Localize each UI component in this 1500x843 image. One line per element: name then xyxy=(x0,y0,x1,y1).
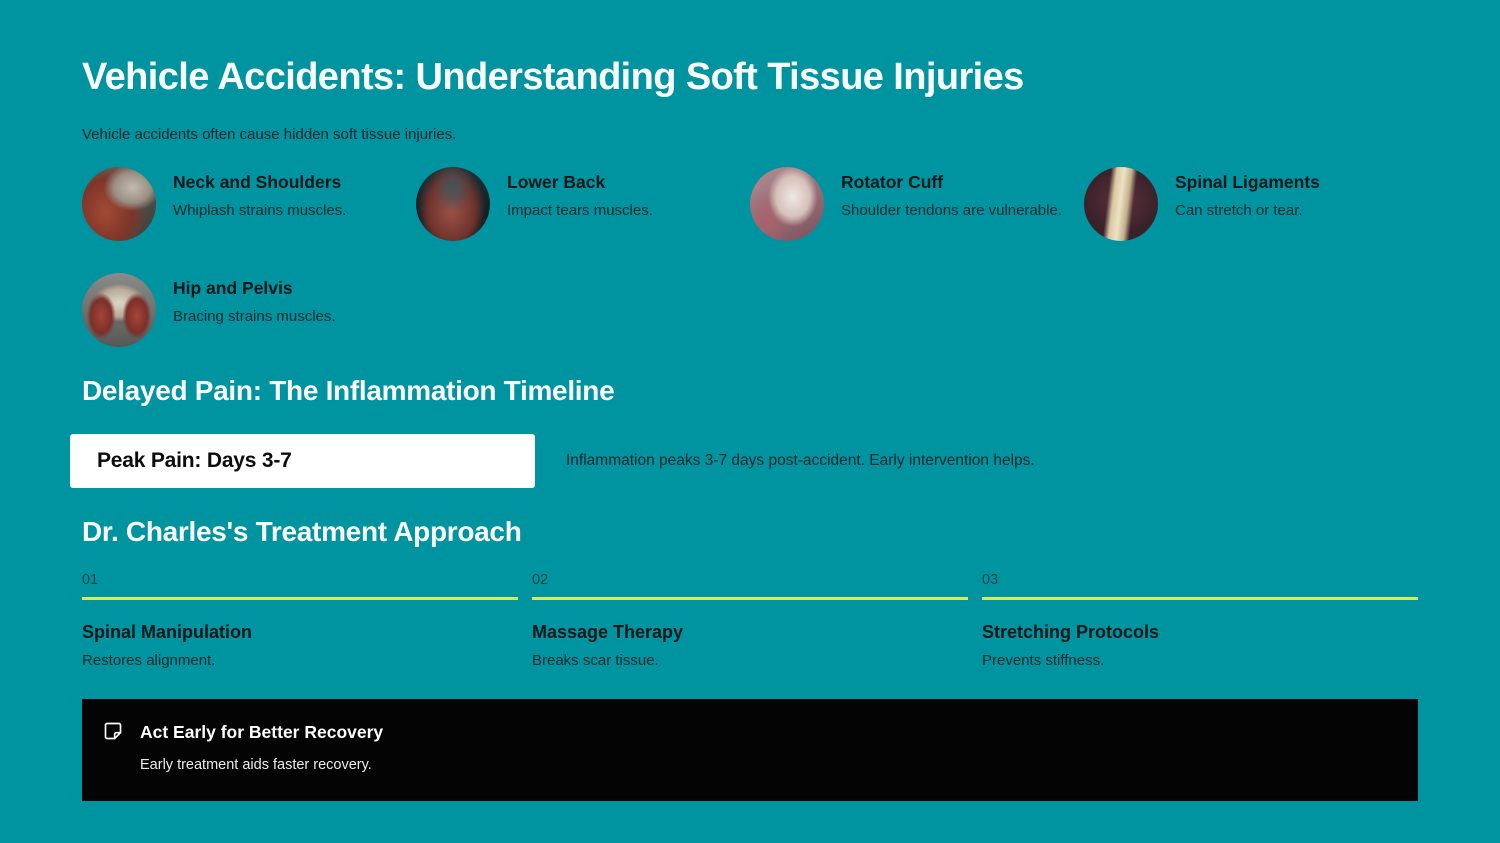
callout-title: Act Early for Better Recovery xyxy=(140,722,384,743)
step-description: Prevents stiffness. xyxy=(982,652,1105,670)
list-item-hip-pelvis: Hip and Pelvis Bracing strains muscles. xyxy=(82,272,416,347)
step-title: Massage Therapy xyxy=(532,622,684,643)
list-item-lower-back: Lower Back Impact tears muscles. xyxy=(416,166,750,241)
step-description: Breaks scar tissue. xyxy=(532,652,659,670)
intro-text: Vehicle accidents often cause hidden sof… xyxy=(82,125,457,143)
callout-banner: Act Early for Better Recovery Early trea… xyxy=(82,699,1418,802)
step-description: Restores alignment. xyxy=(82,652,216,670)
treatment-step-3: 03 Stretching Protocols Prevents stiffne… xyxy=(982,572,1418,669)
accent-divider xyxy=(532,597,968,601)
injury-description: Bracing strains muscles. xyxy=(173,307,336,325)
section-heading-treatment-approach: Dr. Charles's Treatment Approach xyxy=(82,515,522,547)
injury-title: Neck and Shoulders xyxy=(173,171,342,192)
list-item-rotator-cuff: Rotator Cuff Shoulder tendons are vulner… xyxy=(750,166,1084,241)
injury-description: Shoulder tendons are vulnerable. xyxy=(841,201,1062,219)
list-item-neck-shoulders: Neck and Shoulders Whiplash strains musc… xyxy=(82,166,416,241)
page-title: Vehicle Accidents: Understanding Soft Ti… xyxy=(82,56,1024,98)
step-number: 03 xyxy=(982,572,999,589)
timeline-note: Inflammation peaks 3-7 days post-acciden… xyxy=(566,451,1035,469)
injury-title: Lower Back xyxy=(507,171,606,192)
accent-divider xyxy=(982,597,1418,601)
hip-pelvis-anatomy-image xyxy=(82,272,156,347)
treatment-steps: 01 Spinal Manipulation Restores alignmen… xyxy=(82,572,1418,669)
neck-shoulders-anatomy-image xyxy=(82,166,156,241)
step-title: Stretching Protocols xyxy=(982,622,1160,643)
slide-page: Vehicle Accidents: Understanding Soft Ti… xyxy=(70,56,1418,802)
step-number: 01 xyxy=(82,572,99,589)
lower-back-anatomy-image xyxy=(416,166,490,241)
injury-title: Hip and Pelvis xyxy=(173,277,293,298)
injury-description: Whiplash strains muscles. xyxy=(173,201,347,219)
injury-list: Neck and Shoulders Whiplash strains musc… xyxy=(82,166,1418,347)
rotator-cuff-anatomy-image xyxy=(750,166,824,241)
spinal-ligaments-anatomy-image xyxy=(1084,166,1158,241)
section-heading-inflammation-timeline: Delayed Pain: The Inflammation Timeline xyxy=(82,374,615,406)
step-number: 02 xyxy=(532,572,549,589)
peak-pain-label: Peak Pain: Days 3-7 xyxy=(97,448,292,472)
callout-description: Early treatment aids faster recovery. xyxy=(140,757,372,774)
peak-pain-highlight: Peak Pain: Days 3-7 xyxy=(70,433,535,488)
timeline-row: Peak Pain: Days 3-7 Inflammation peaks 3… xyxy=(70,433,1418,488)
injury-description: Can stretch or tear. xyxy=(1175,201,1303,219)
treatment-step-1: 01 Spinal Manipulation Restores alignmen… xyxy=(82,572,518,669)
injury-description: Impact tears muscles. xyxy=(507,201,653,219)
injury-title: Spinal Ligaments xyxy=(1175,171,1320,192)
accent-divider xyxy=(82,597,518,601)
list-item-spinal-ligaments: Spinal Ligaments Can stretch or tear. xyxy=(1084,166,1418,241)
step-title: Spinal Manipulation xyxy=(82,622,252,643)
note-icon xyxy=(103,721,123,741)
treatment-step-2: 02 Massage Therapy Breaks scar tissue. xyxy=(532,572,968,669)
injury-title: Rotator Cuff xyxy=(841,171,944,192)
